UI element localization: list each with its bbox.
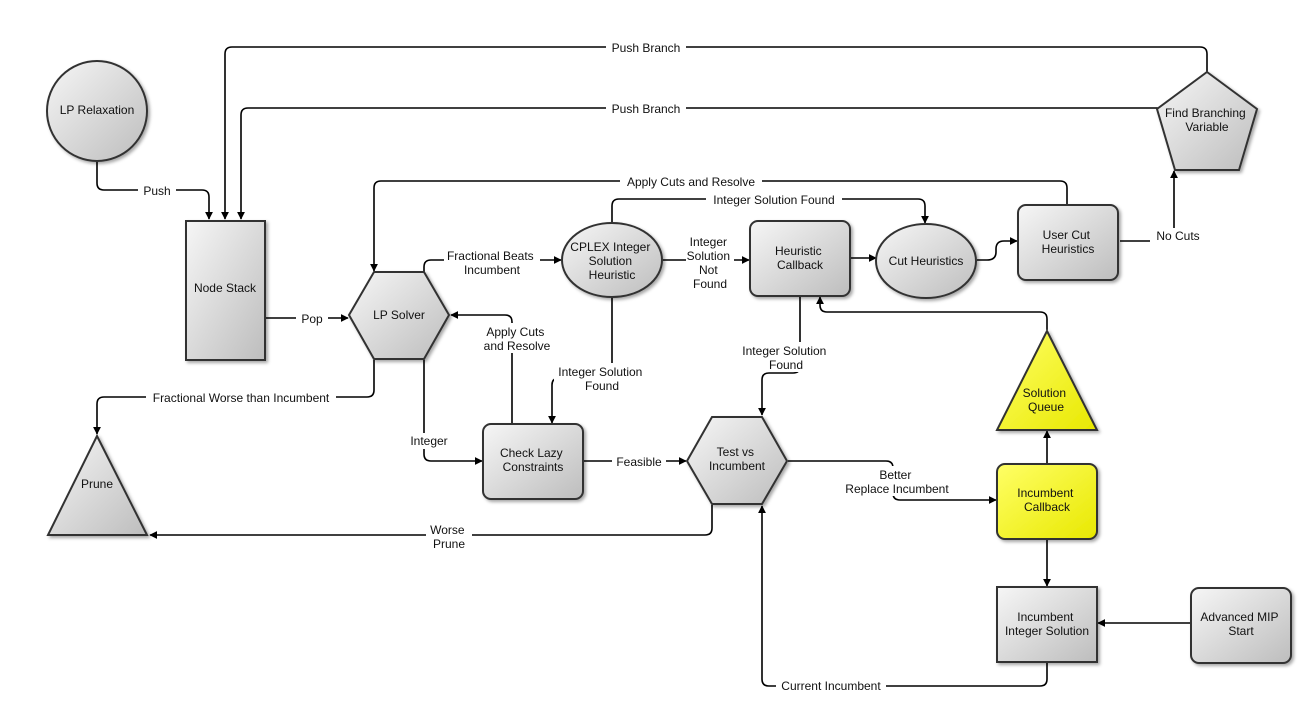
node-check-lazy-label: Check Lazy Constraints [500,446,566,474]
node-solution-queue: Solution Queue [995,328,1099,431]
node-lp-solver: LP Solver [347,271,451,360]
label-pop: Pop [301,312,323,326]
node-node-stack: Node Stack [185,220,266,361]
node-advanced-mip-start: Advanced MIP Start [1190,587,1292,664]
label-integer-solution-found-cplex: Integer Solution Found [558,365,645,393]
node-heuristic-callback: Heuristic Callback [749,220,851,297]
edge-fractional-beats [423,256,562,272]
edge-push-branch-outer [221,46,1208,220]
node-prune: Prune [46,433,149,536]
edge-apply-cuts-lazy [450,311,513,423]
label-no-cuts: No Cuts [1156,229,1199,243]
label-integer-solution-found-top: Integer Solution Found [713,193,834,207]
node-cut-heuristics-label: Cut Heuristics [889,254,964,268]
node-find-branching-variable: Find Branching Variable [1155,70,1259,171]
node-cut-heuristics: Cut Heuristics [875,223,977,299]
node-lp-relaxation-label: LP Relaxation [60,103,135,117]
node-advanced-mip-start-label: Advanced MIP Start [1200,610,1281,638]
node-incumbent-integer-solution-label: Incumbent Integer Solution [1005,610,1089,638]
edge-cut-to-user-cut [977,237,1018,261]
label-apply-cuts-top: Apply Cuts and Resolve [627,175,755,189]
edge-queue-to-heuristic [816,296,1048,330]
edge-push-branch-inner [237,107,1158,220]
label-feasible: Feasible [616,455,662,469]
label-integer: Integer [410,434,447,448]
node-incumbent-callback-label: Incumbent Callback [1017,486,1076,514]
edge-current-incumbent [758,505,1048,687]
label-apply-cuts-lazy: Apply Cuts and Resolve [484,325,551,353]
label-better-replace: Better Replace Incumbent [845,468,949,496]
node-heuristic-callback-label: Heuristic Callback [775,244,825,272]
node-test-vs-incumbent: Test vs Incumbent [685,416,789,505]
edge-worse-prune [149,505,713,539]
edge-integer-solution-found-cplex [548,298,613,424]
label-push-branch-inner: Push Branch [612,102,681,116]
node-lp-relaxation: LP Relaxation [46,60,148,162]
label-push-branch-outer: Push Branch [612,41,681,55]
label-current-incumbent: Current Incumbent [781,679,881,693]
label-push: Push [143,184,170,198]
node-test-vs-incumbent-label: Test vs Incumbent [709,445,766,473]
node-check-lazy-constraints: Check Lazy Constraints [482,423,584,500]
node-cplex-heuristic-label: CPLEX Integer Solution Heuristic [570,240,653,282]
node-user-cut-heuristics: User Cut Heuristics [1017,204,1119,281]
node-solution-queue-label: Solution Queue [1023,386,1070,414]
node-user-cut-heuristics-label: User Cut Heuristics [1042,228,1095,256]
label-integer-solution-found-heur: Integer Solution Found [742,344,829,372]
node-incumbent-integer-solution: Incumbent Integer Solution [996,586,1098,663]
label-fractional-worse: Fractional Worse than Incumbent [153,391,330,405]
node-lp-solver-label: LP Solver [373,308,425,322]
node-prune-label: Prune [81,477,113,491]
node-find-branching-label: Find Branching Variable [1165,106,1249,134]
node-node-stack-label: Node Stack [194,281,257,295]
edge-integer [423,360,483,465]
label-worse-prune: Worse Prune [430,523,468,551]
label-fractional-beats: Fractional Beats Incumbent [447,249,537,277]
node-cplex-heuristic: CPLEX Integer Solution Heuristic [561,222,663,298]
label-integer-solution-not-found: Integer Solution Not Found [687,235,734,291]
node-incumbent-callback: Incumbent Callback [996,463,1098,540]
